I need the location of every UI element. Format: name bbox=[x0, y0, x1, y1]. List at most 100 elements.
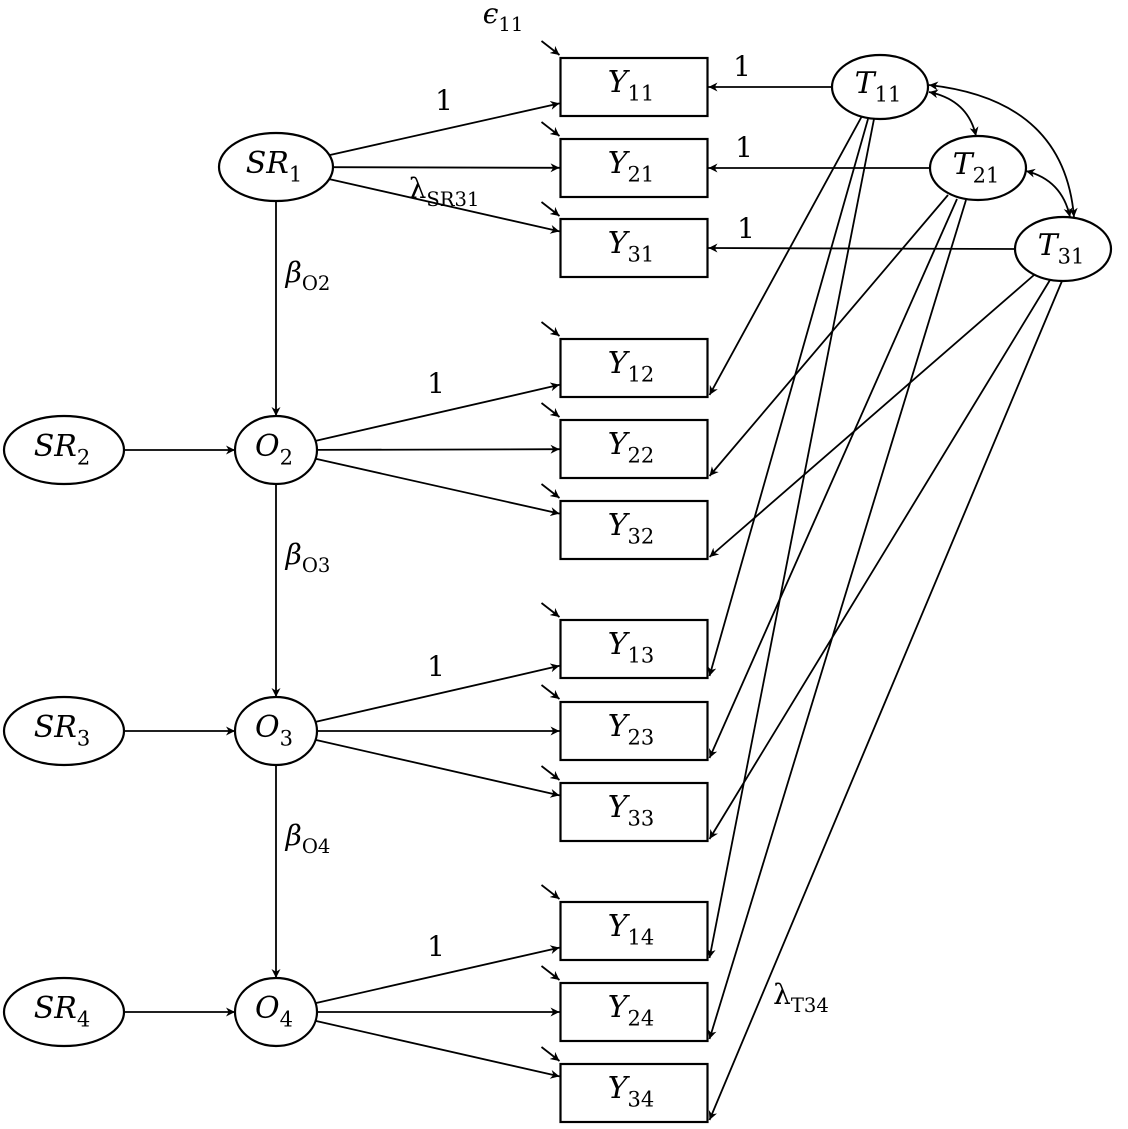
latent-label-o4-subscript: 4 bbox=[280, 1007, 293, 1031]
latent-label-t31-base: T bbox=[1038, 228, 1060, 263]
latent-label-sr1-base: SR bbox=[246, 146, 289, 181]
observed-label-y21-base: Y bbox=[608, 146, 631, 181]
path-t11-y12 bbox=[708, 115, 863, 396]
latent-label-sr1-subscript: 1 bbox=[289, 162, 302, 186]
observed-label-y22-subscript: 22 bbox=[628, 443, 655, 467]
label-one-o4: 1 bbox=[427, 930, 445, 963]
label-one-o2: 1 bbox=[427, 367, 445, 400]
latent-t21: T21 bbox=[928, 134, 1028, 202]
latent-label-sr3: SR3 bbox=[34, 710, 91, 750]
path-o2-y32 bbox=[315, 457, 560, 517]
latent-ellipse bbox=[217, 131, 335, 203]
observed-label-y32: Y32 bbox=[608, 508, 655, 548]
nodes-layer: Y11Y21Y31Y12Y22Y32Y13Y23Y33Y14Y24Y34SR1S… bbox=[2, 53, 1113, 1124]
observed-label-y33-subscript: 33 bbox=[628, 806, 655, 830]
path-t11-y14 bbox=[706, 118, 875, 959]
observed-label-y24: Y24 bbox=[608, 990, 655, 1030]
latent-label-o2-subscript: 2 bbox=[280, 445, 293, 469]
latent-label-o2-base: O bbox=[255, 429, 280, 464]
observed-y13: Y13 bbox=[559, 618, 709, 680]
label-one-t11: 1 bbox=[733, 50, 751, 83]
error-arrow-y12 bbox=[540, 321, 561, 337]
latent-ellipse bbox=[233, 695, 319, 767]
label-one-sr1-y11: 1 bbox=[435, 84, 453, 117]
latent-o2: O2 bbox=[233, 414, 319, 486]
observed-y32: Y32 bbox=[559, 499, 709, 561]
error-arrow-y34 bbox=[540, 1046, 561, 1062]
label-one-o3: 1 bbox=[427, 650, 445, 683]
observed-box bbox=[559, 217, 709, 279]
error-arrow-y31 bbox=[540, 201, 561, 217]
error-arrow-y22 bbox=[540, 402, 561, 418]
latent-label-sr4: SR4 bbox=[34, 991, 91, 1031]
observed-label-y34-base: Y bbox=[608, 1071, 631, 1106]
observed-y23: Y23 bbox=[559, 700, 709, 762]
path-t21-y22 bbox=[708, 194, 949, 477]
path-o3-y13 bbox=[315, 663, 560, 723]
observed-box bbox=[559, 499, 709, 561]
error-arrow-y14 bbox=[540, 884, 561, 900]
observed-label-y21: Y21 bbox=[608, 146, 655, 186]
observed-box bbox=[559, 337, 709, 399]
label-lambda-sr31-base: λ bbox=[409, 172, 427, 205]
label-epsilon-11: ϵ11 bbox=[483, 0, 524, 36]
observed-label-y23: Y23 bbox=[608, 709, 655, 749]
observed-y34: Y34 bbox=[559, 1062, 709, 1124]
observed-box bbox=[559, 900, 709, 962]
path-o4-y34 bbox=[315, 1020, 560, 1079]
observed-label-y14-base: Y bbox=[608, 909, 631, 944]
observed-label-y22-base: Y bbox=[608, 427, 631, 462]
latent-label-t31-subscript: 31 bbox=[1058, 244, 1085, 268]
latent-label-o4: O4 bbox=[255, 991, 293, 1031]
latent-label-o3: O3 bbox=[255, 710, 293, 750]
path-t21-y24 bbox=[707, 199, 967, 1040]
covariance-t21-t31 bbox=[1025, 168, 1073, 218]
error-arrows-layer bbox=[540, 40, 561, 1062]
error-arrow-y21 bbox=[540, 121, 561, 137]
path-t11-y13 bbox=[707, 118, 869, 677]
observed-label-y11-base: Y bbox=[608, 65, 631, 100]
observed-label-y12-base: Y bbox=[608, 346, 631, 381]
latent-label-t11-base: T bbox=[855, 66, 877, 101]
covariance-t11-t31 bbox=[928, 81, 1078, 218]
covariance-t11-t21 bbox=[928, 89, 979, 137]
observed-label-y11-subscript: 11 bbox=[628, 81, 655, 105]
observed-label-y31-base: Y bbox=[608, 226, 631, 261]
latent-ellipse bbox=[2, 414, 126, 486]
label-beta-o2-base: β bbox=[285, 256, 302, 289]
latent-sr2: SR2 bbox=[2, 414, 126, 486]
latent-label-o3-subscript: 3 bbox=[280, 726, 293, 750]
observed-label-y33: Y33 bbox=[608, 790, 655, 830]
error-arrow-y32 bbox=[540, 483, 561, 499]
observed-label-y13-subscript: 13 bbox=[628, 643, 655, 667]
observed-label-y34: Y34 bbox=[608, 1071, 655, 1111]
latent-t11: T11 bbox=[830, 53, 930, 121]
latent-label-sr2-subscript: 2 bbox=[77, 445, 90, 469]
observed-label-y32-base: Y bbox=[608, 508, 631, 543]
latent-ellipse bbox=[2, 976, 126, 1048]
latent-ellipse bbox=[928, 134, 1028, 202]
latent-label-sr4-base: SR bbox=[34, 991, 77, 1026]
label-lambda-t34-subscript: T34 bbox=[791, 994, 829, 1017]
latent-label-t21: T21 bbox=[953, 147, 1000, 187]
observed-y12: Y12 bbox=[559, 337, 709, 399]
latent-sr3: SR3 bbox=[2, 695, 126, 767]
latent-label-t11-subscript: 11 bbox=[875, 82, 902, 106]
label-lambda-sr31-subscript: SR31 bbox=[426, 188, 479, 211]
latent-label-o3-base: O bbox=[255, 710, 280, 745]
path-t31-y31 bbox=[708, 243, 1016, 253]
observed-y21: Y21 bbox=[559, 137, 709, 199]
observed-label-y12-subscript: 12 bbox=[628, 362, 655, 386]
label-epsilon-11-base: ϵ bbox=[483, 0, 499, 30]
observed-y24: Y24 bbox=[559, 981, 709, 1043]
observed-label-y24-base: Y bbox=[608, 990, 631, 1025]
error-arrow-y33 bbox=[540, 765, 561, 781]
observed-box bbox=[559, 700, 709, 762]
observed-box bbox=[559, 418, 709, 480]
latent-o3: O3 bbox=[233, 695, 319, 767]
observed-y22: Y22 bbox=[559, 418, 709, 480]
path-sr1-y21 bbox=[332, 163, 560, 173]
label-beta-o3-base: β bbox=[285, 538, 302, 571]
observed-y31: Y31 bbox=[559, 217, 709, 279]
